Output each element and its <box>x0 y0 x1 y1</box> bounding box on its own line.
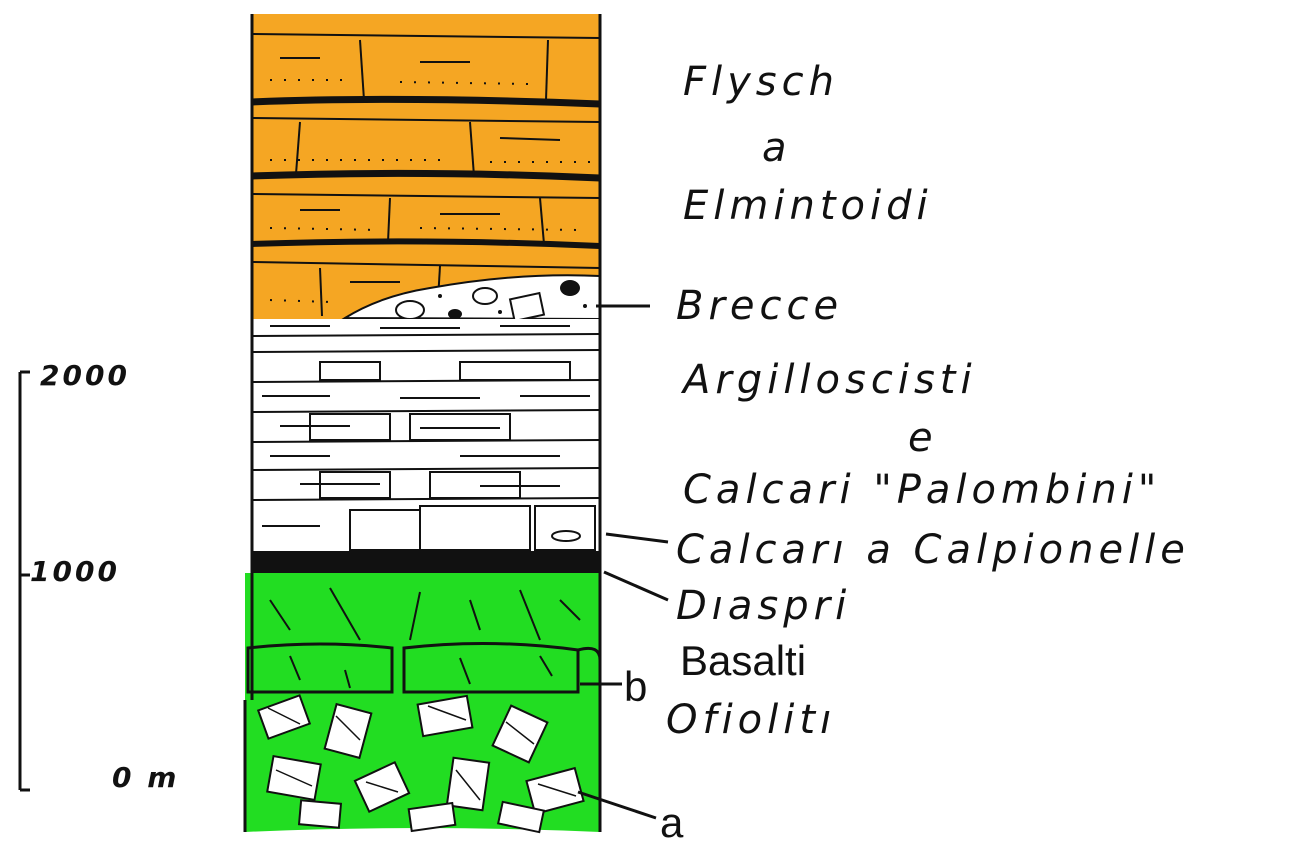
diaspri-leader <box>604 572 668 600</box>
label-calpionelle: Calcarı a Calpionelle <box>676 530 1190 570</box>
label-argillo-line2: e <box>908 418 938 458</box>
label-flysch-line2: a <box>762 128 792 168</box>
scale-tick-2000: 2000 <box>40 362 130 390</box>
label-ofioliti: Ofiolitı <box>666 700 836 740</box>
calpionelle-leader <box>606 534 668 542</box>
label-flysch-line1: Flysch <box>683 62 839 102</box>
label-a: a <box>660 802 683 844</box>
flysch-layer <box>252 14 600 319</box>
argilloscisti-layer <box>252 319 600 551</box>
label-brecce: Brecce <box>676 286 843 326</box>
scale-tick-1000: 1000 <box>30 558 120 586</box>
label-b: b <box>624 666 647 708</box>
label-argillo-line1: Argilloscisti <box>683 360 977 400</box>
scale-bar <box>20 372 30 790</box>
label-basalti: Basalti <box>680 640 806 682</box>
diaspri-layer <box>252 551 600 573</box>
label-argillo-line3: Calcari "Palombini" <box>683 470 1161 510</box>
scale-tick-0: 0 m <box>112 764 179 792</box>
label-flysch-line3: Elmintoidi <box>683 186 933 226</box>
label-diaspri: Dıaspri <box>676 586 851 626</box>
